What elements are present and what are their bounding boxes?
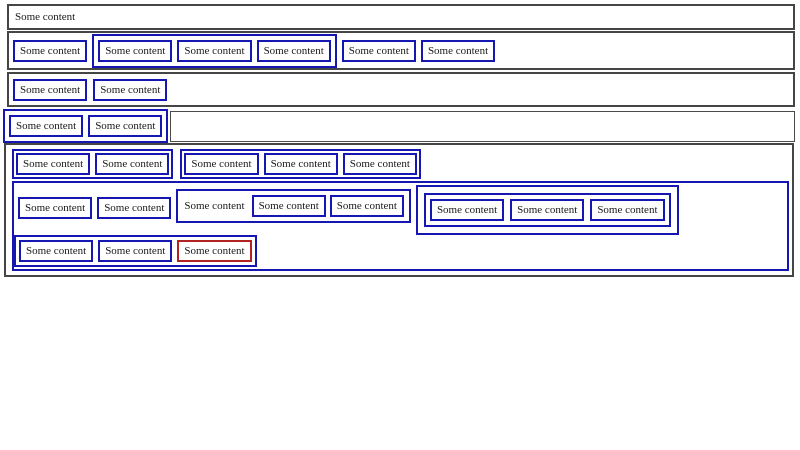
content-box[interactable]: Some content (93, 78, 168, 101)
mixed-content-container: Some content Some content Some content (176, 189, 411, 223)
content-box[interactable]: Some content (590, 199, 665, 221)
nested-group-outer: Some content Some content Some content (415, 185, 679, 235)
content-box[interactable]: Some content (184, 153, 259, 175)
content-row-4: Some content Some content (3, 109, 795, 143)
empty-box (170, 111, 795, 142)
content-group: Some content Some content Some content (14, 235, 257, 267)
content-box[interactable]: Some content (98, 39, 173, 62)
nested-group-inner: Some content Some content Some content (423, 193, 671, 227)
content-box[interactable]: Some content (9, 115, 84, 137)
content-box[interactable]: Some content (16, 153, 91, 175)
content-box[interactable]: Some content (256, 39, 331, 62)
content-box[interactable]: Some content (98, 240, 173, 262)
content-box[interactable]: Some content (18, 197, 93, 219)
content-box[interactable]: Some content (429, 199, 505, 221)
content-box[interactable]: Some content (510, 199, 585, 221)
content-group: Some content Some content (12, 149, 174, 179)
row-1-text: Some content (15, 11, 76, 23)
content-box[interactable]: Some content (97, 197, 172, 219)
section-row-1: Some content Some content Some content S… (12, 149, 792, 179)
content-box[interactable]: Some content (95, 153, 170, 175)
content-box[interactable]: Some content (251, 195, 326, 217)
content-box[interactable]: Some content (177, 39, 252, 62)
content-box[interactable]: Some content (341, 39, 416, 62)
content-group: Some content Some content (3, 109, 169, 143)
content-box[interactable]: Some content (13, 78, 88, 101)
content-box[interactable]: Some content (88, 115, 163, 137)
content-row-1: Some content (7, 4, 795, 30)
content-box[interactable]: Some content (19, 240, 94, 262)
content-box[interactable]: Some content (342, 153, 417, 175)
content-box[interactable]: Some content (420, 39, 496, 62)
content-row-2: Some content Some content Some content S… (7, 31, 795, 70)
content-section: Some content Some content Some content S… (4, 143, 794, 277)
container-text: Some content (184, 200, 245, 212)
content-box-highlighted[interactable]: Some content (177, 240, 252, 262)
content-group: Some content Some content Some content (180, 149, 421, 179)
content-box[interactable]: Some content (263, 153, 338, 175)
content-box[interactable]: Some content (13, 39, 88, 62)
content-panel: Some content Some content Some content S… (12, 181, 789, 271)
panel-row-1: Some content Some content Some content S… (14, 185, 787, 235)
content-row-3: Some content Some content (7, 72, 795, 107)
content-box[interactable]: Some content (329, 195, 404, 217)
content-group: Some content Some content Some content (92, 33, 337, 68)
panel-row-2: Some content Some content Some content (14, 235, 787, 267)
